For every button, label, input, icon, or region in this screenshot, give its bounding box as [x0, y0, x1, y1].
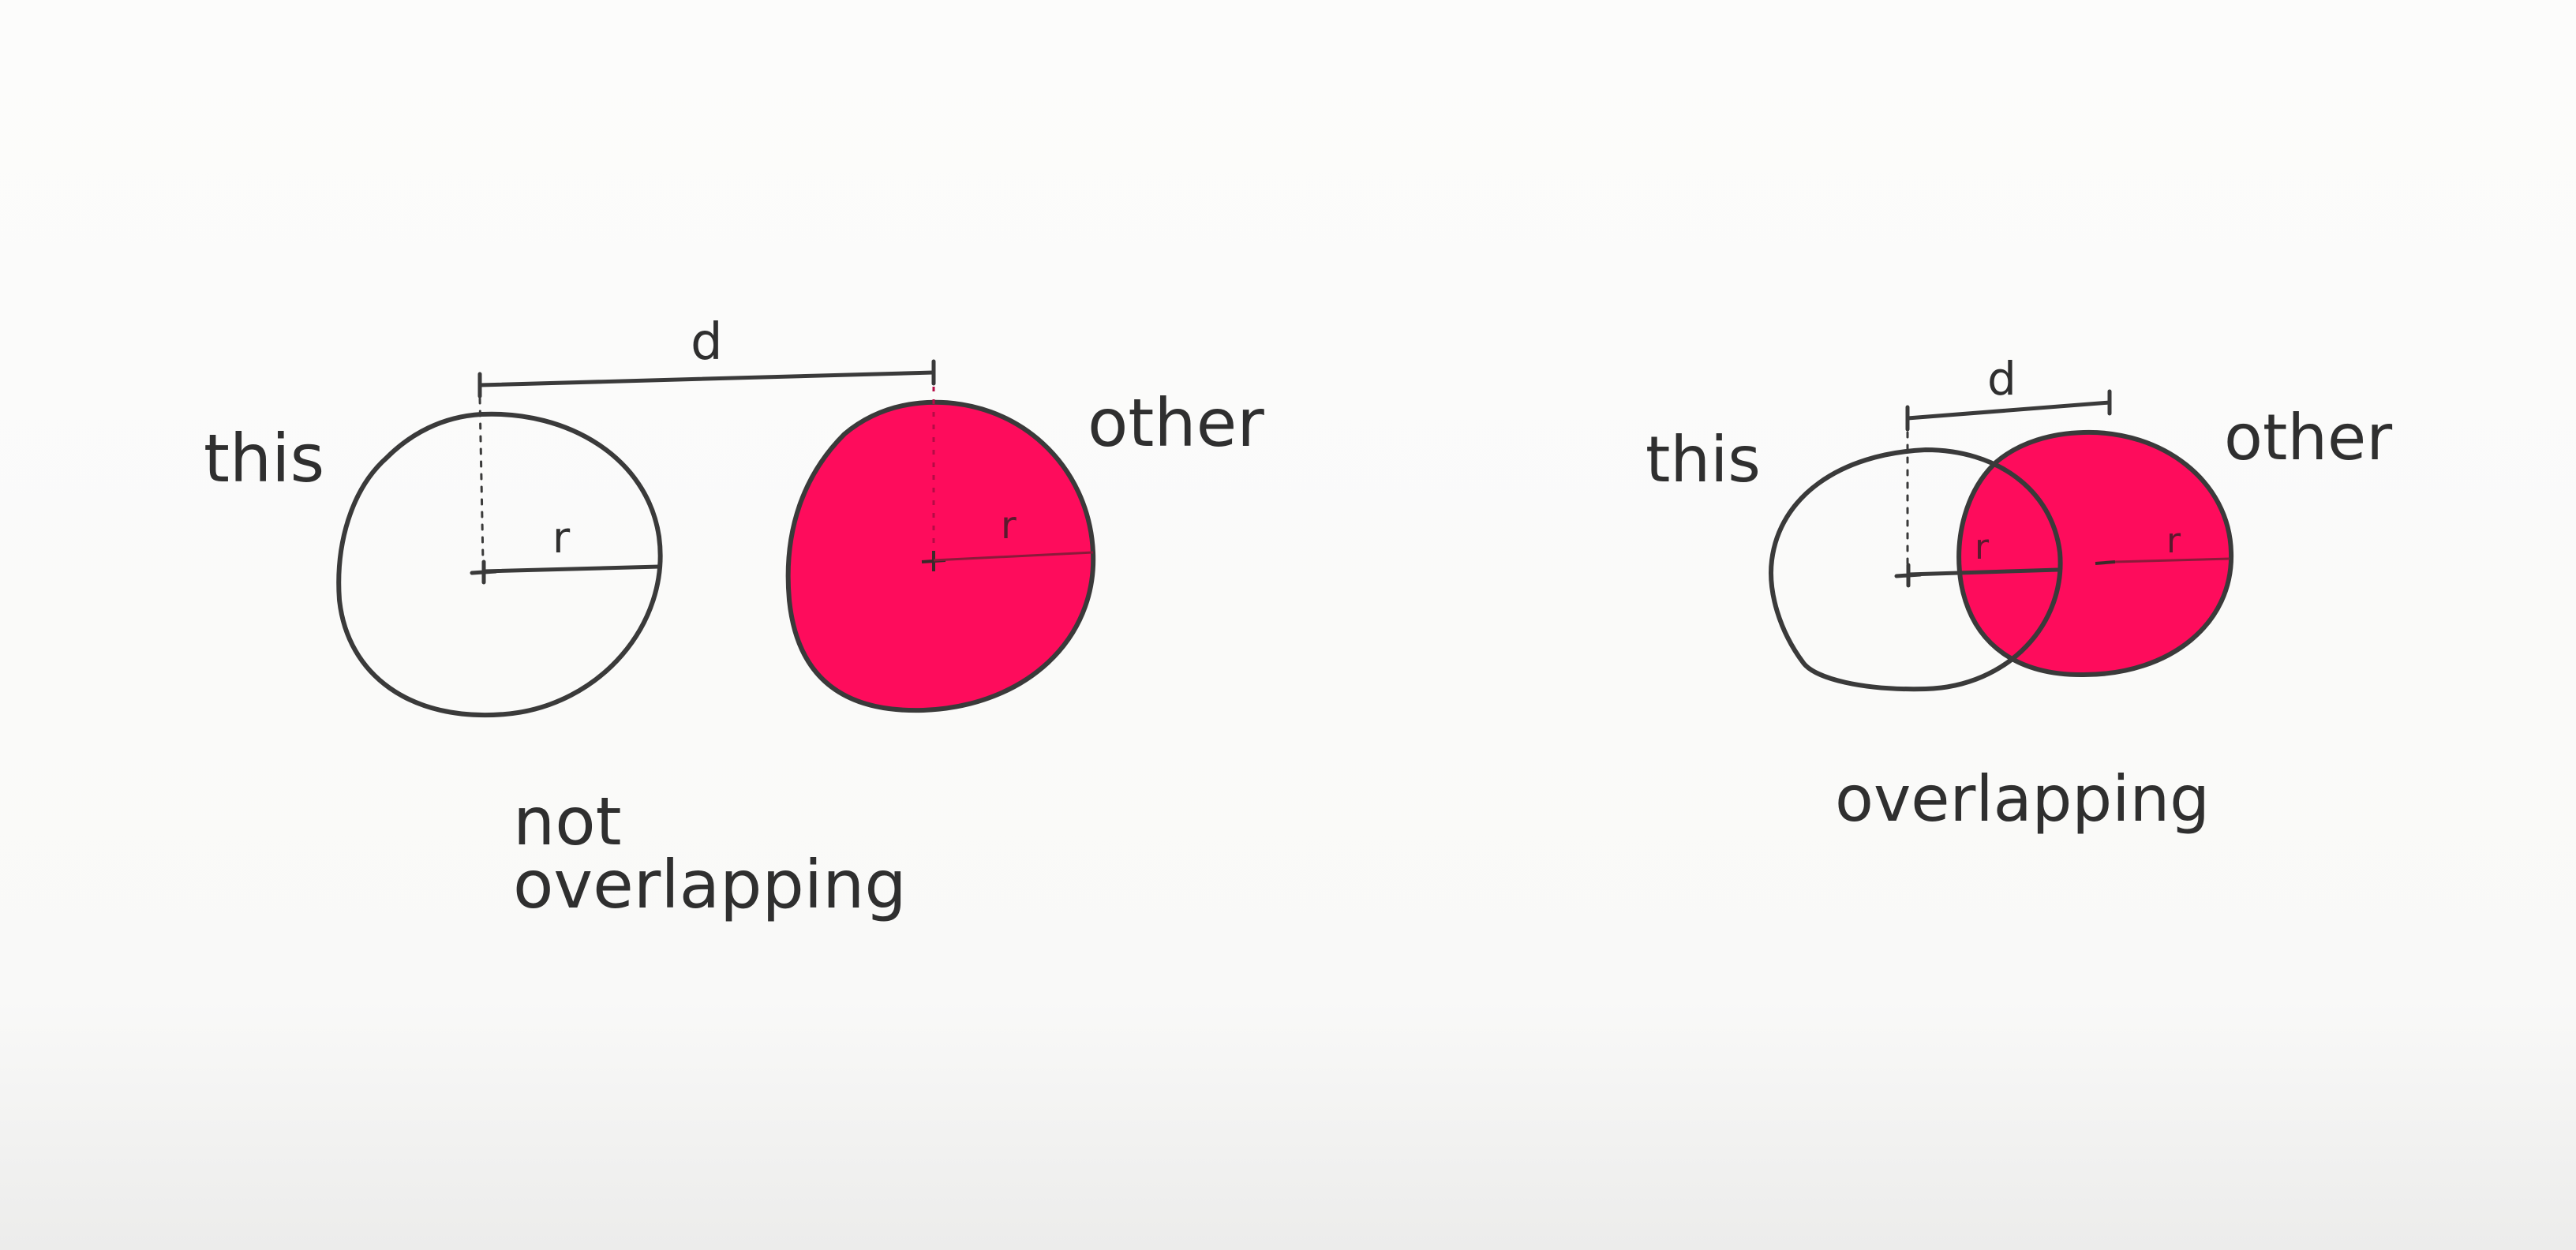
panel-not-overlapping: this other d r r not overlapping: [204, 313, 1264, 923]
other-label: other: [2224, 401, 2392, 474]
this-label: this: [204, 420, 324, 497]
other-radius-line: [933, 551, 1094, 562]
this-center-guide: [478, 397, 485, 563]
other-center-mark: [2095, 560, 2116, 565]
other-r-label: r: [1001, 503, 1017, 548]
d-label: d: [1987, 352, 2016, 406]
other-radius-line: [2114, 557, 2230, 563]
panel-overlapping: this other d r r overlapping: [1646, 352, 2392, 836]
this-label: this: [1646, 423, 1761, 496]
this-circle: [336, 411, 663, 718]
this-circle: [1769, 447, 2063, 692]
d-dimension-line: [477, 370, 936, 387]
this-radius-line: [1906, 567, 2061, 577]
this-radius-line: [481, 564, 662, 574]
other-label: other: [1088, 384, 1264, 462]
this-r-label: r: [1975, 527, 1990, 567]
caption-overlapping: overlapping: [513, 846, 907, 923]
this-r-label: r: [552, 513, 571, 563]
d-dimension-line: [1905, 400, 2112, 421]
other-r-label: r: [2166, 521, 2181, 561]
d-label: d: [691, 313, 723, 372]
caption-overlapping: overlapping: [1835, 762, 2210, 836]
caption-not: not: [513, 783, 622, 860]
other-circle: [785, 399, 1096, 713]
